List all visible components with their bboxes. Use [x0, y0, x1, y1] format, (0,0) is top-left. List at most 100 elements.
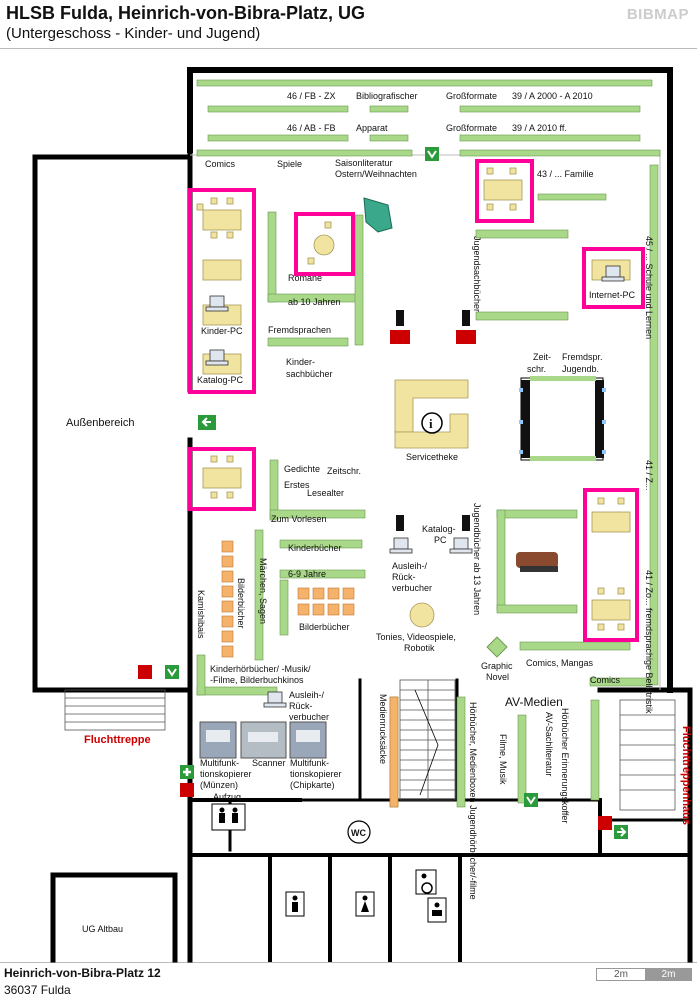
label-gedichte: Gedichte: [284, 464, 320, 474]
label-top-row2-d: 39 / A 2010 ff.: [512, 123, 567, 133]
label-fluchttreppe: Fluchttreppe: [84, 734, 151, 746]
label-familie: 43 / ... Familie: [537, 169, 594, 179]
wc-icon: [347, 820, 371, 844]
label-kinderhoer2: -Filme, Bilderbuchkinos: [210, 675, 304, 685]
footer-street: Heinrich-von-Bibra-Platz 12: [4, 966, 161, 980]
label-saison2: Ostern/Weihnachten: [335, 169, 417, 179]
label-top-row1-d: 39 / A 2000 - A 2010: [512, 91, 593, 101]
label-saison1: Saisonliteratur: [335, 158, 393, 168]
label-kindersach1: Kinder-: [286, 357, 315, 367]
page-subtitle: (Untergeschoss - Kinder- und Jugend): [6, 25, 261, 42]
scale-bar-dark: 2m: [645, 968, 692, 981]
label-bilderbuecher-h: Bilderbücher: [299, 622, 350, 632]
label-top-row1-c: Großformate: [446, 91, 497, 101]
label-ausleihB1: Ausleih-/: [289, 690, 325, 700]
label-zeitschr1: Zeit-: [533, 352, 551, 362]
brand-logo: BIBMAP: [626, 6, 689, 23]
label-col41b: 41 / Zo... fremdsprachige Belletristik: [644, 570, 654, 714]
graphic-novel-stand: [486, 636, 508, 658]
label-aufzug: Aufzug: [213, 792, 241, 802]
fire-extinguisher-signs: [138, 330, 612, 830]
exit-signs: [165, 147, 628, 839]
label-internet-pc: Internet-PC: [589, 290, 636, 300]
scale-bar-light: 2m: [596, 968, 646, 981]
label-top-row1-b: Bibliografischer: [356, 91, 418, 101]
highlight-areas: [188, 159, 645, 642]
computer-icons: [205, 265, 625, 708]
label-zeitschr-k: Zeitschr.: [327, 466, 361, 476]
label-schule: 45 / ... Schule und Lernen: [644, 236, 654, 339]
label-av-medien: AV-Medien: [505, 695, 563, 709]
label-comics-top: Comics: [205, 159, 236, 169]
label-kamishibais: Kamishibais: [196, 590, 206, 639]
label-katalogpc2b: PC: [434, 535, 447, 545]
label-fremdsprachen: Fremdsprachen: [268, 325, 331, 335]
label-scanner: Scanner: [252, 758, 286, 768]
label-medienrucksaecke: Medienrucksäcke: [378, 694, 388, 764]
label-fremdjug2: Jugendb.: [562, 364, 599, 374]
tables: [196, 167, 631, 631]
label-katalog-pc: Katalog-PC: [197, 375, 244, 385]
armchair-icon: [363, 197, 393, 233]
label-servicetheke: Servicetheke: [406, 452, 458, 462]
staircase: [399, 679, 456, 801]
gaming-chair-icon: [516, 552, 558, 572]
label-tonies2: Robotik: [404, 643, 435, 653]
label-ausleihB3: verbucher: [289, 712, 329, 722]
outside-staircase: [64, 689, 166, 731]
label-graphic1: Graphic: [481, 661, 513, 671]
label-ausleih3: verbucher: [392, 583, 432, 593]
footer-divider: [0, 962, 697, 963]
label-kinderbuecher: Kinderbücher: [288, 543, 342, 553]
label-fremdjug1: Fremdspr.: [562, 352, 603, 362]
label-top-row2-b: Apparat: [356, 123, 388, 133]
label-ab10: ab 10 Jahren: [288, 297, 341, 307]
emergency-staircase: [619, 699, 676, 811]
label-aussen: Außenbereich: [66, 417, 135, 429]
label-ausleih2: Rück-: [392, 572, 416, 582]
magazine-rack: [519, 376, 606, 461]
restroom-icons: [285, 869, 447, 923]
label-ausleihB2: Rück-: [289, 701, 313, 711]
label-vorlesen: Zum Vorlesen: [271, 514, 327, 524]
label-ug-altbau: UG Altbau: [82, 924, 123, 934]
label-hoerbuecher-v: Hörbücher, Medienboxen Jugendhörbücher/-…: [468, 702, 478, 900]
label-erstes: Erstes: [284, 480, 310, 490]
label-katalogpc2a: Katalog-: [422, 524, 456, 534]
label-graphic2: Novel: [486, 672, 509, 682]
label-multi1b: tionskopierer: [200, 769, 252, 779]
label-multi2b: tionskopierer: [290, 769, 342, 779]
label-lesealter: Lesealter: [307, 488, 344, 498]
label-jugend13: Jugendbücher ab 13 Jahren: [472, 503, 482, 615]
info-icon: i: [421, 412, 443, 434]
label-multi2c: (Chipkarte): [290, 780, 335, 790]
label-wc: WC: [351, 828, 366, 838]
label-comics-mangas: Comics, Mangas: [526, 658, 594, 668]
map-labels: 46 / FB - ZX Bibliografischer Großformat…: [66, 91, 692, 934]
label-multi1c: (Münzen): [200, 780, 238, 790]
svg-text:i: i: [429, 416, 433, 431]
ausleih-terminals: [396, 310, 470, 531]
page-title: HLSB Fulda, Heinrich-von-Bibra-Platz, UG: [6, 3, 366, 23]
label-multi2a: Multifunk-: [290, 758, 329, 768]
header-divider: [0, 48, 697, 49]
label-hoer-erinn: Hörbücher Erinnerungskoffer: [560, 708, 570, 823]
label-top-row2-a: 46 / AB - FB: [287, 123, 336, 133]
label-ausleih1: Ausleih-/: [392, 561, 428, 571]
orange-boxes: [221, 540, 399, 808]
label-filme-musik: Filme, Musik: [498, 734, 508, 785]
label-zeitschr2: schr.: [527, 364, 546, 374]
label-jugendsach: Jugendsachbücher: [472, 236, 482, 312]
label-spiele: Spiele: [277, 159, 302, 169]
label-col41a: 41 / Z...: [644, 460, 654, 491]
label-comics-r: Comics: [590, 675, 621, 685]
copier-images: [199, 721, 327, 759]
label-romane: Romane: [288, 273, 322, 283]
label-bilderbuecher-v: Bilderbücher: [236, 578, 246, 629]
shelves-top: [196, 79, 661, 808]
label-sechsneun: 6-9 Jahre: [288, 569, 326, 579]
label-tonies1: Tonies, Videospiele,: [376, 632, 456, 642]
label-top-row1-a: 46 / FB - ZX: [287, 91, 336, 101]
elevator-icon: [211, 803, 246, 831]
